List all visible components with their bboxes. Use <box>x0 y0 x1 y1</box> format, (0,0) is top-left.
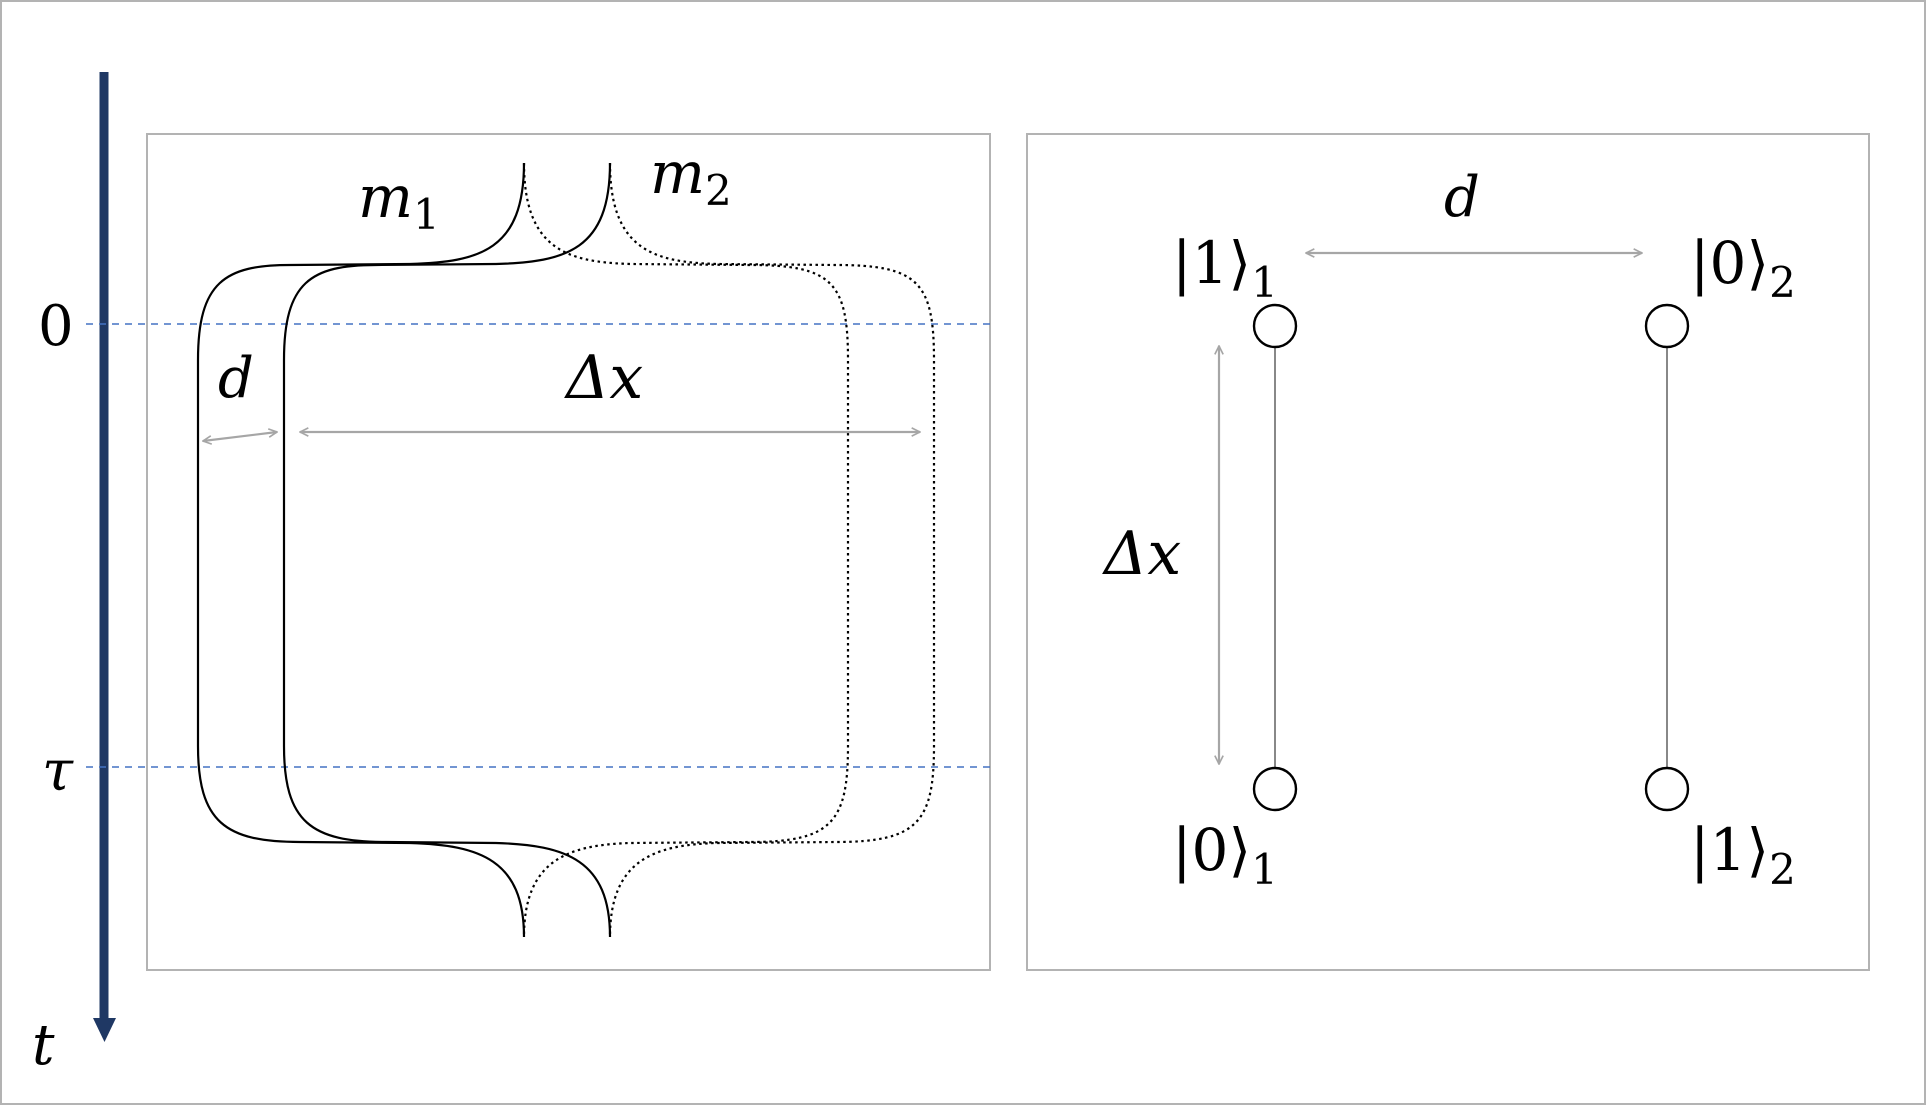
mass-1-right-branch <box>522 162 850 938</box>
mass-2-label: m2 <box>650 139 732 215</box>
mass-2-left-branch <box>282 162 612 938</box>
left-panel-worldlines: m1 m2 d Δx <box>86 133 992 971</box>
ket-top-right: |0⟩2 <box>1690 229 1796 307</box>
separation-arrow <box>203 432 277 441</box>
time-axis: t 0 τ <box>32 72 116 1078</box>
ket-bottom-left: |0⟩1 <box>1172 816 1278 894</box>
left-panel-frame <box>146 133 991 971</box>
qubit-superposition-label: Δx <box>1102 519 1181 589</box>
separation-label: d <box>218 346 254 411</box>
ket-bottom-right: |1⟩2 <box>1690 816 1796 894</box>
state-node-bottom-right <box>1644 766 1690 812</box>
mass-1-left-branch <box>196 162 526 938</box>
ket-top-left: |1⟩1 <box>1172 229 1278 307</box>
state-node-bottom-left <box>1252 766 1298 812</box>
qubit-separation-label: d <box>1444 165 1480 230</box>
mass-2-right-branch <box>608 162 936 938</box>
superposition-width-label: Δx <box>564 343 643 413</box>
tick-label-tau: τ <box>42 739 74 804</box>
right-panel-qubit-states: d Δx |1⟩1 |0⟩2 |0⟩1 |1⟩2 <box>1026 133 1870 971</box>
state-node-top-right <box>1644 303 1690 349</box>
right-panel-frame <box>1026 133 1870 971</box>
time-axis-arrowhead <box>93 1018 116 1042</box>
tick-label-zero: 0 <box>38 294 74 359</box>
mass-1-label: m1 <box>358 163 440 239</box>
time-axis-label: t <box>32 1013 55 1078</box>
state-node-top-left <box>1252 303 1298 349</box>
